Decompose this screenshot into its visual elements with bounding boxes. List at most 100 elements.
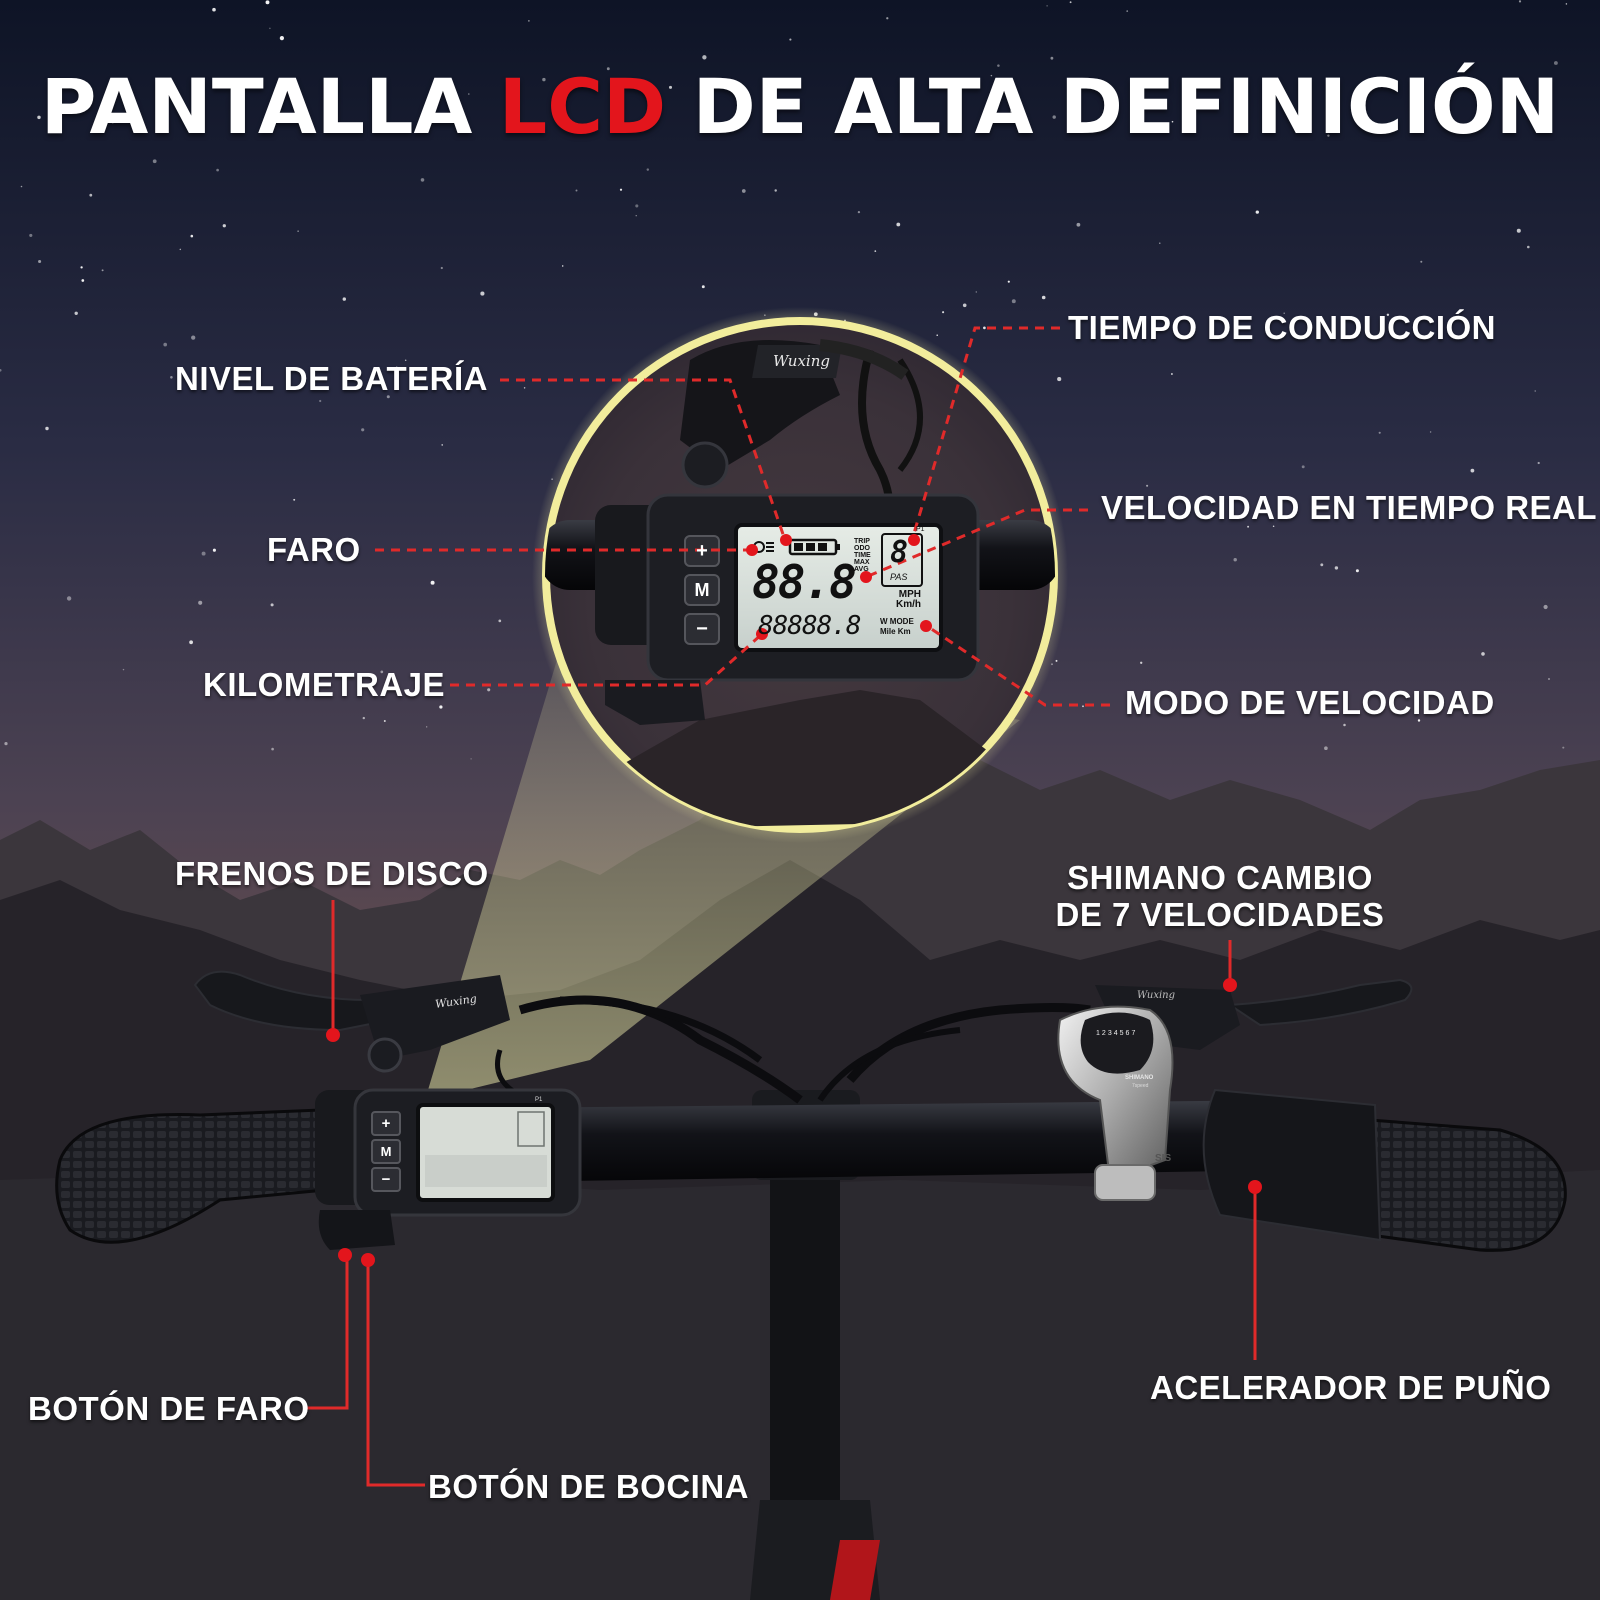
star	[739, 117, 742, 121]
star	[293, 498, 296, 501]
star	[1055, 659, 1058, 662]
lcd-speed-units: MPH Km/h	[896, 590, 921, 610]
star	[101, 269, 104, 272]
star	[319, 399, 322, 403]
star	[635, 215, 637, 217]
star	[561, 265, 564, 267]
shifter-brand: SHIMANO	[1125, 1075, 1154, 1081]
star	[606, 67, 610, 71]
page-title: PANTALLA LCD DE ALTA DEFINICIÓN	[0, 62, 1600, 151]
star	[1327, 134, 1330, 137]
speed-callout-line	[865, 508, 1088, 579]
riding-time-label: TIEMPO DE CONDUCCIÓN	[1068, 309, 1497, 346]
star	[936, 334, 938, 337]
star	[152, 159, 157, 164]
star	[1146, 484, 1149, 487]
star	[990, 74, 993, 77]
bar-display-minus-button[interactable]: −	[381, 1171, 391, 1188]
battery-level-label: NIVEL DE BATERÍA	[175, 360, 488, 397]
star	[997, 64, 1000, 67]
star	[1562, 746, 1565, 749]
lcd-unit-kmh: Km/h	[896, 599, 921, 610]
star	[1082, 705, 1084, 708]
star	[179, 248, 182, 251]
disc-brakes-label: FRENOS DE DISCO	[175, 855, 489, 892]
throttle-grip	[1202, 1088, 1382, 1242]
star	[886, 17, 889, 20]
star	[702, 55, 707, 60]
star	[198, 600, 203, 605]
star	[386, 395, 390, 399]
star	[1543, 604, 1548, 610]
star	[575, 189, 578, 192]
star	[1170, 373, 1173, 375]
gear-6: 6	[1125, 1030, 1130, 1037]
brake-brand-right: Wuxing	[1137, 990, 1175, 1001]
star	[4, 742, 8, 746]
star	[430, 580, 435, 585]
star	[129, 108, 132, 111]
lcd-profile-label: P1	[916, 526, 925, 533]
bar-display-plus-button[interactable]: +	[381, 1115, 391, 1132]
mode-callout-line	[929, 626, 1110, 707]
display-brand-zoom: Wuxing	[773, 352, 830, 370]
callout-lines	[375, 326, 1110, 707]
star	[38, 259, 42, 264]
star	[1553, 61, 1558, 65]
left-brake-body	[360, 975, 510, 1060]
bar-display-mode-button[interactable]: M	[380, 1144, 392, 1159]
star	[1041, 295, 1046, 300]
star	[1386, 313, 1390, 317]
star	[1046, 5, 1048, 7]
star	[874, 250, 877, 252]
display-minus-button[interactable]: −	[696, 618, 708, 640]
display-plus-button[interactable]: +	[696, 540, 708, 562]
horn-button-label: BOTÓN DE BOCINA	[428, 1468, 749, 1505]
star	[383, 720, 386, 722]
star	[170, 376, 173, 379]
star	[1264, 103, 1266, 105]
speed-mode-label: MODO DE VELOCIDAD	[1125, 684, 1495, 721]
star	[441, 444, 444, 446]
star	[20, 185, 23, 188]
star	[635, 204, 639, 208]
star	[112, 121, 114, 124]
star	[1320, 563, 1324, 567]
star	[1140, 661, 1143, 664]
star	[222, 224, 226, 228]
star	[542, 77, 546, 82]
star	[668, 85, 673, 89]
title-accent: LCD	[498, 62, 667, 151]
title-part-2: DE ALTA DEFINICIÓN	[692, 62, 1560, 151]
star	[1534, 390, 1536, 392]
shifter-gear-window	[1080, 1012, 1154, 1074]
star	[0, 368, 2, 372]
star	[236, 126, 239, 129]
shifter-sis: SIS	[1155, 1153, 1172, 1164]
right-grip	[1368, 1118, 1567, 1252]
star	[1378, 431, 1381, 434]
star	[942, 311, 945, 314]
star	[701, 285, 705, 289]
star	[1171, 120, 1174, 123]
star	[1537, 461, 1540, 465]
star	[741, 189, 746, 193]
star	[270, 603, 274, 607]
gear-1: 1	[1096, 1030, 1100, 1037]
star	[1423, 509, 1427, 512]
star	[468, 93, 470, 95]
star	[1548, 678, 1550, 680]
star	[265, 0, 270, 5]
star	[163, 342, 168, 347]
star	[1527, 245, 1530, 249]
star	[1301, 465, 1305, 469]
star	[523, 387, 526, 389]
headlight-button-label: BOTÓN DE FARO	[28, 1390, 310, 1427]
star	[404, 359, 407, 362]
star	[89, 193, 93, 197]
star	[395, 366, 398, 368]
display-mode-button[interactable]: M	[694, 580, 710, 600]
star	[962, 303, 967, 308]
star	[1355, 569, 1359, 573]
